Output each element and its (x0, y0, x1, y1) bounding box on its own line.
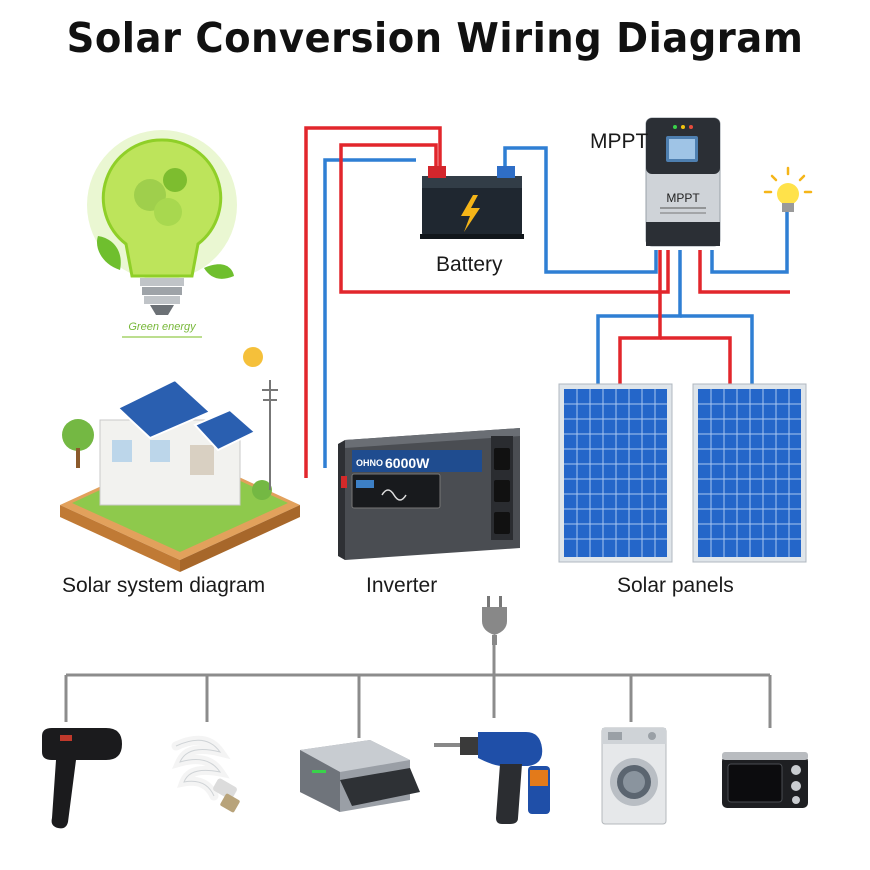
load-negative-wire (710, 210, 789, 274)
battery-mppt-negative-wire (503, 146, 658, 274)
inverter-label: Inverter (366, 574, 438, 597)
panel-negative-wire-2 (680, 314, 754, 384)
diagram-title: Solar Conversion Wiring Diagram (66, 14, 804, 62)
panel-positive-wire-2 (660, 336, 732, 384)
printer-icon (300, 740, 420, 812)
ac-plug-icon (482, 596, 507, 645)
solar-panel-left (558, 383, 673, 563)
load-positive-wire (698, 250, 790, 294)
battery-mppt-positive-wire (339, 143, 670, 294)
washing-machine-icon (601, 727, 667, 825)
battery-label: Battery (436, 253, 503, 276)
solar-panels-label: Solar panels (617, 574, 734, 597)
battery-icon (420, 166, 524, 239)
battery-inverter-wires (304, 126, 442, 478)
solar-system-diagram-label: Solar system diagram (62, 574, 266, 597)
inverter-device-icon: OHNO 6000W (338, 428, 520, 560)
cfl-bulb-icon (171, 735, 240, 813)
green-energy-label: Green energy (128, 321, 197, 333)
green-energy-bulb-icon (87, 130, 237, 315)
inverter-brand-text: OHNO (356, 458, 383, 468)
inverter-rating-text: 6000W (385, 455, 430, 471)
panel-positive-wire (618, 250, 662, 384)
panel-negative-wire (596, 250, 682, 384)
oven-icon (722, 752, 808, 808)
battery-mppt-wires (339, 143, 670, 294)
mppt-load-wires (698, 210, 790, 294)
mppt-controller-icon: MPPT (645, 117, 721, 247)
inverter-negative-wire (323, 158, 416, 468)
hair-dryer-icon (42, 728, 122, 829)
drill-icon (434, 732, 550, 824)
solar-panel-right (692, 383, 807, 563)
solar-house-illustration (60, 347, 300, 572)
mppt-label: MPPT (590, 130, 649, 153)
mppt-device-text: MPPT (666, 191, 700, 205)
inverter-positive-wire (304, 126, 442, 478)
ac-distribution-bus (64, 645, 772, 738)
mppt-panel-wires (596, 250, 754, 384)
light-bulb-icon (763, 166, 813, 212)
